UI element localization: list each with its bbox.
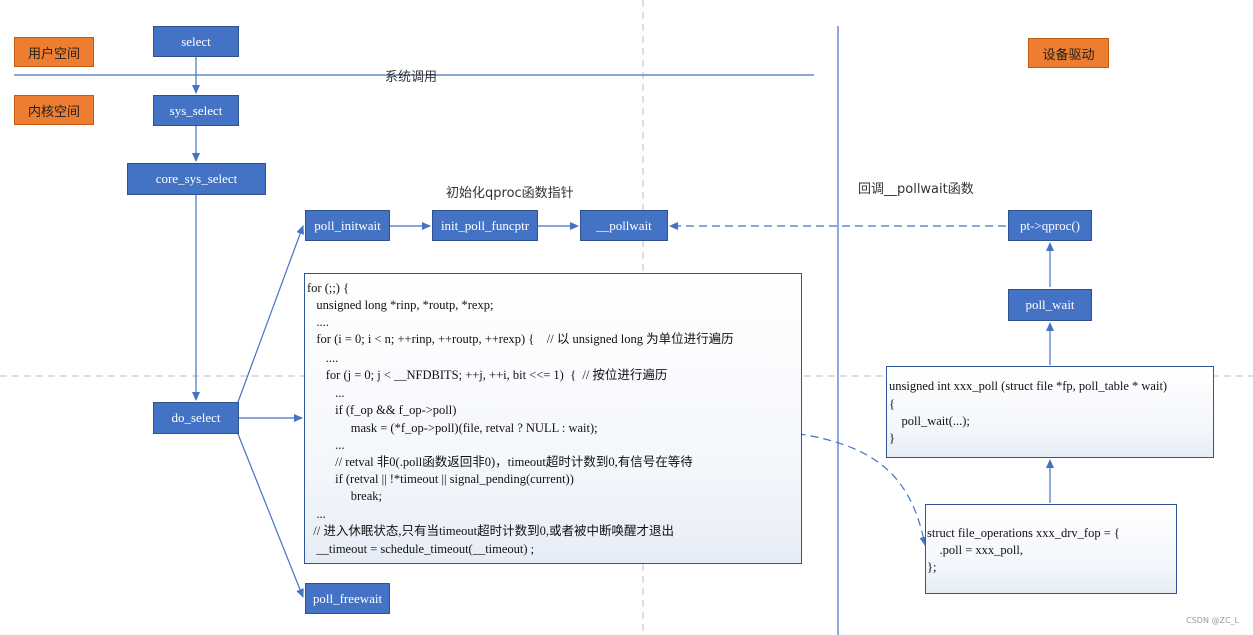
pt_qproc-node: pt->qproc() [1008,210,1092,241]
code-line: poll_wait(...); [889,414,970,428]
code-line: } [889,431,895,445]
sys_select-node: sys_select [153,95,239,126]
code-line: struct file_operations xxx_drv_fop = { [927,526,1120,540]
code-line: for (j = 0; j < __NFDBITS; ++j, ++i, bit… [307,368,668,382]
code-line: __timeout = schedule_timeout(__timeout) … [307,542,535,556]
device-driver-tag: 设备驱动 [1028,38,1109,68]
init_poll_funcptr-node: init_poll_funcptr [432,210,538,241]
xxx_poll-code-box: unsigned int xxx_poll (struct file *fp, … [886,366,1214,458]
init-qproc-label: 初始化qproc函数指针 [446,186,574,201]
kernel-space-tag: 内核空间 [14,95,94,125]
code-line: .poll = xxx_poll, [927,543,1023,557]
code-line: ... [307,386,345,400]
code-line: unsigned int xxx_poll (struct file *fp, … [889,379,1168,393]
poll_freewait-node: poll_freewait [305,583,390,614]
user-space-tag: 用户空间 [14,37,94,67]
code-line: for (;;) { [307,281,350,295]
syscall-label: 系统调用 [385,70,438,85]
file_operations-code-box: struct file_operations xxx_drv_fop = { .… [925,504,1177,594]
callback-pollwait-label: 回调__pollwait函数 [858,182,974,197]
code-line: // 进入休眠状态,只有当timeout超时计数到0,或者被中断唤醒才退出 [307,524,675,538]
core_sys_select-node: core_sys_select [127,163,266,195]
code-line: .... [307,351,339,365]
code-line: ... [307,438,345,452]
code-line: { [889,397,895,411]
code-line: for (i = 0; i < n; ++rinp, ++routp, ++re… [307,332,734,346]
watermark-credit: CSDN @ZC_L [1186,616,1239,625]
select-node: select [153,26,239,57]
pollwait-node: __pollwait [580,210,668,241]
code-line: break; [307,489,382,503]
code-line: unsigned long *rinp, *routp, *rexp; [307,298,494,312]
code-line: .... [307,315,329,329]
code-line: mask = (*f_op->poll)(file, retval ? NULL… [307,421,598,435]
code-line: // retval 非0(.poll函数返回非0)，timeout超时计数到0,… [307,455,693,469]
code-line: }; [927,560,937,574]
do_select-code-box: for (;;) { unsigned long *rinp, *routp, … [304,273,802,564]
arrow-to-poll_initwait [237,225,304,403]
arrow-to-poll_freewait [237,433,304,598]
code-line: if (retval || !*timeout || signal_pendin… [307,472,574,486]
code-line: if (f_op && f_op->poll) [307,403,457,417]
poll_initwait-node: poll_initwait [305,210,390,241]
code-line: ... [307,507,326,521]
do_select-node: do_select [153,402,239,434]
poll_wait-node: poll_wait [1008,289,1092,321]
